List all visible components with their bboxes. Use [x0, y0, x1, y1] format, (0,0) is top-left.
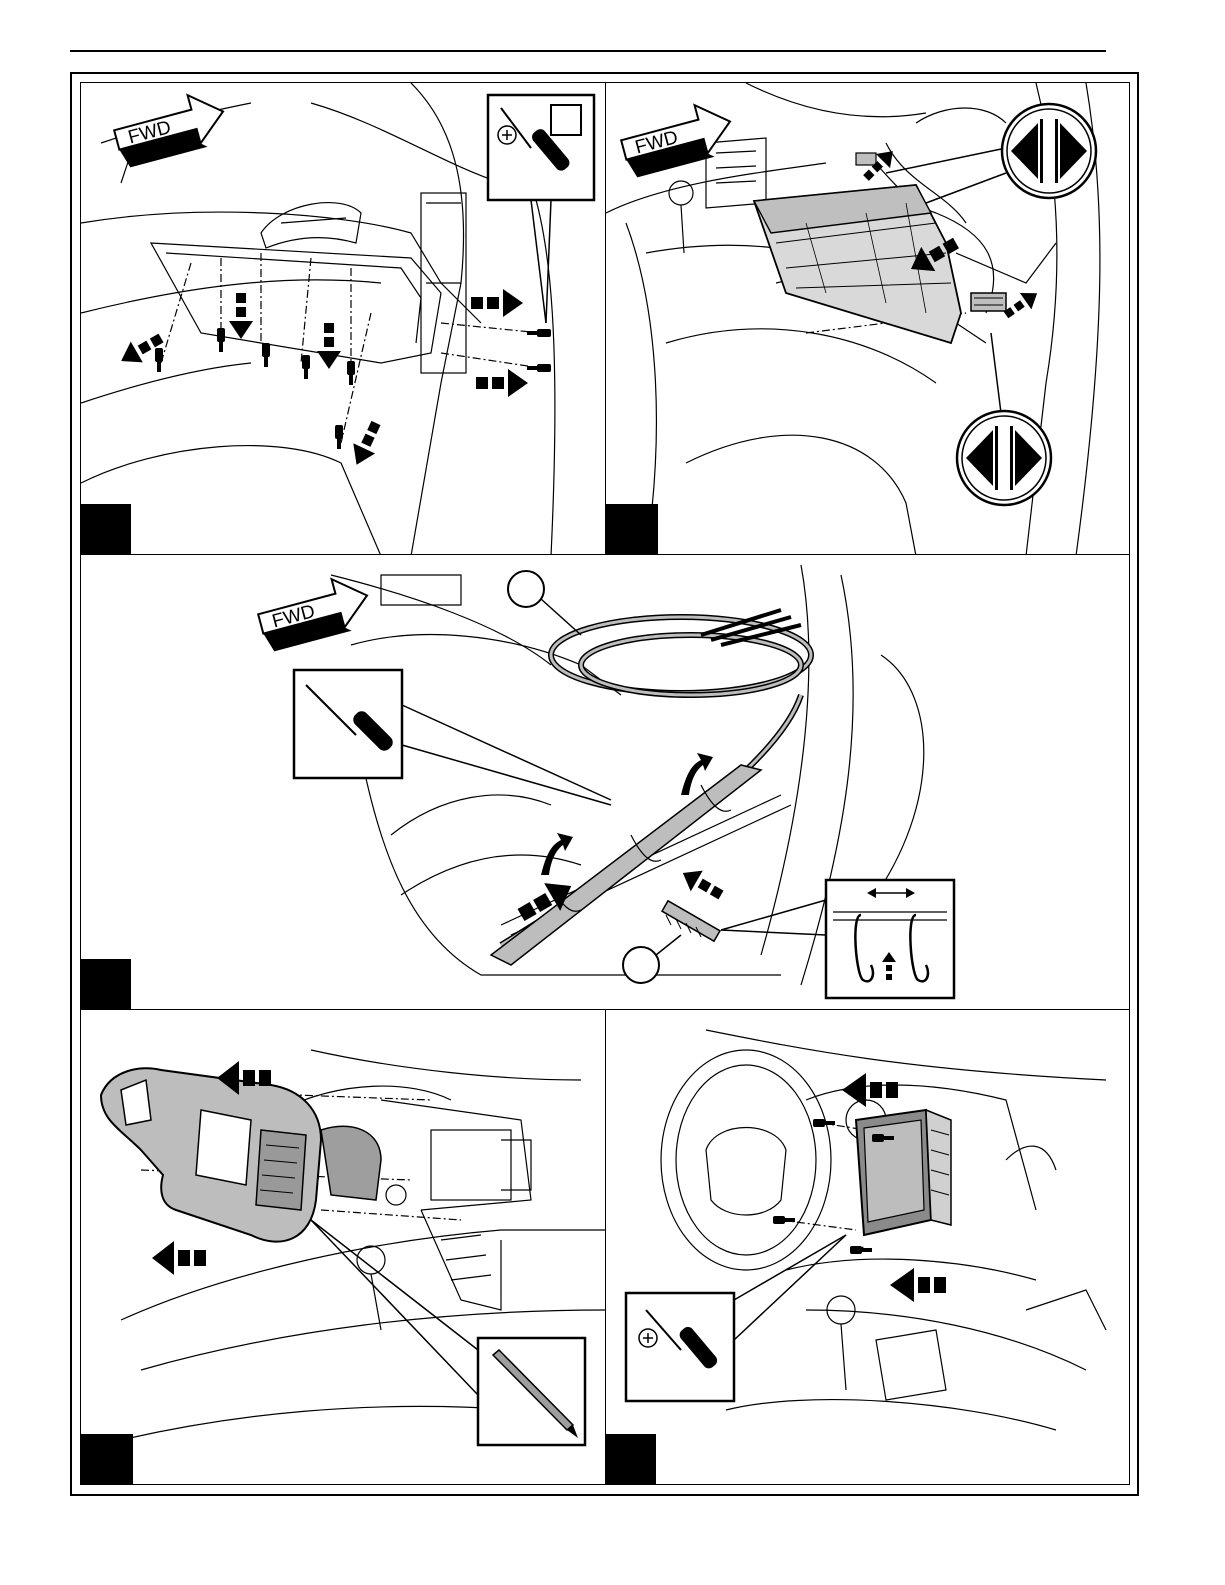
clip-strip	[662, 901, 720, 941]
fwd-arrow: FWD	[110, 87, 230, 169]
panel-4-bezel-removal	[80, 1009, 606, 1485]
panel-1-glove-box-screws: FWD	[80, 82, 606, 555]
disconnect-callout-bottom	[957, 333, 1051, 505]
panel-5-illustration	[606, 1010, 1130, 1485]
step-number-badge	[81, 1434, 133, 1484]
screw-group	[155, 328, 551, 449]
panel-4-illustration	[81, 1010, 606, 1485]
panel-5-radio-removal	[605, 1009, 1130, 1485]
step-number-badge	[81, 959, 131, 1009]
tool-callout-trim-tool	[294, 670, 611, 805]
figure-frame: FWD	[70, 72, 1139, 1496]
top-rule	[70, 50, 1106, 52]
tool-callout-trim-stick	[311, 1220, 585, 1445]
fwd-arrow: FWD	[617, 97, 737, 179]
panel-1-illustration: FWD	[81, 83, 606, 555]
tool-callout-screwdriver	[626, 1235, 846, 1401]
panel-2-glove-box-removal: FWD	[605, 82, 1130, 555]
sill-plate	[491, 765, 761, 965]
callout-circle-bottom	[623, 935, 681, 983]
panel-3-illustration: FWD	[81, 555, 1130, 1010]
tool-callout-screwdriver	[488, 95, 594, 323]
panel-3-wire-routing: FWD	[80, 554, 1130, 1010]
clip-detail-callout	[721, 880, 954, 998]
wire-harness	[501, 610, 811, 945]
step-number-badge	[606, 504, 658, 554]
step-number-badge	[81, 504, 131, 554]
callout-circle-top	[508, 571, 581, 635]
routing-arrows	[513, 753, 727, 929]
radio-unit	[856, 1110, 951, 1235]
step-number-badge	[606, 1434, 656, 1484]
panel-2-illustration: FWD	[606, 83, 1130, 555]
instrument-bezel	[101, 1068, 381, 1241]
fwd-arrow: FWD	[254, 571, 374, 653]
